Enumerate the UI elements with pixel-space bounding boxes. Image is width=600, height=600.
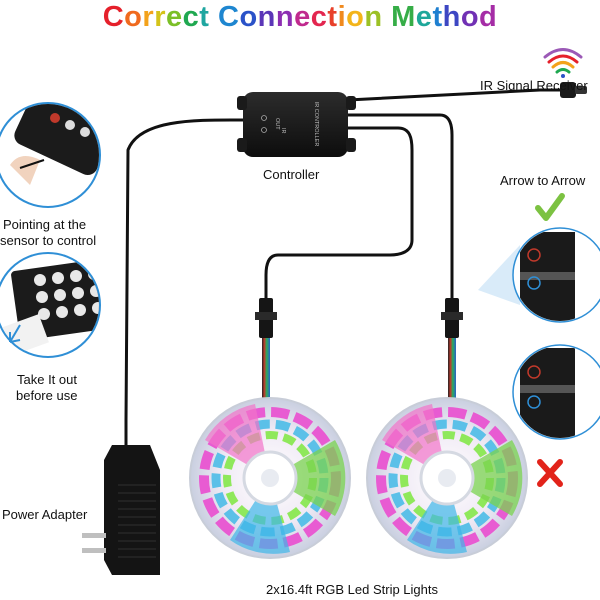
title-letter: r xyxy=(154,1,166,33)
wrong-connector-callout xyxy=(512,344,600,440)
title-letter: o xyxy=(239,1,258,33)
title-letter: M xyxy=(391,1,416,33)
remote-callout xyxy=(0,102,101,208)
power-cable xyxy=(124,118,245,447)
title-letter: t xyxy=(199,1,210,33)
check-mark-icon xyxy=(535,193,565,221)
led-reel-left xyxy=(189,397,351,559)
arrow-to-arrow-label: Arrow to Arrow xyxy=(500,173,586,188)
controller-box: IR CONTROLLER IR OUT xyxy=(237,92,356,157)
title-letter: n xyxy=(364,1,383,33)
title-letter: t xyxy=(327,1,338,33)
arrow-icon xyxy=(9,324,21,343)
title-letter: C xyxy=(218,1,240,33)
title-letter: o xyxy=(124,1,143,33)
pointing-label-1: Pointing at the xyxy=(3,217,87,232)
ir-receiver xyxy=(560,82,587,98)
title-letter: c xyxy=(310,1,328,33)
right-connector xyxy=(441,298,463,408)
strip-lights-label: 2x16.4ft RGB Led Strip Lights xyxy=(266,582,438,597)
title-letter: t xyxy=(432,1,443,33)
cables xyxy=(124,88,567,447)
title-letter: h xyxy=(442,1,461,33)
ir-receiver-cable xyxy=(346,88,567,102)
title-letter: n xyxy=(275,1,295,33)
title-letter: C xyxy=(102,1,125,33)
title-letter: i xyxy=(337,1,347,33)
title-letter: e xyxy=(165,1,183,33)
power-adapter-label: Power Adapter xyxy=(2,507,88,522)
take-out-label-2: before use xyxy=(16,388,78,403)
title-letter: n xyxy=(257,1,276,33)
title-letter: d xyxy=(479,1,498,33)
title-letter: e xyxy=(415,1,433,33)
correct-connector-callout xyxy=(478,227,600,323)
title-letter: o xyxy=(460,1,480,33)
ir-receiver-label: IR Signal Receiver xyxy=(480,78,588,93)
title-letter: c xyxy=(182,1,200,33)
output-cable-left xyxy=(264,126,414,302)
title-letter: o xyxy=(346,1,365,33)
output-cable-right xyxy=(346,113,454,302)
remote-battery-callout xyxy=(0,252,101,358)
take-out-label-1: Take It out xyxy=(17,372,77,387)
controller-text-1: IR CONTROLLER xyxy=(313,102,319,147)
title-letter: e xyxy=(294,1,311,33)
title-letter: r xyxy=(142,1,155,33)
page-title: Correct Connection Method xyxy=(0,0,600,34)
wifi-signal-icon xyxy=(543,48,583,78)
led-reel-right xyxy=(366,397,528,559)
left-connector xyxy=(255,298,277,408)
controller-label: Controller xyxy=(263,167,320,182)
controller-text-3: OUT xyxy=(274,118,280,130)
pointing-label-2: sensor to control xyxy=(0,233,97,248)
cross-mark-icon xyxy=(537,459,563,487)
power-adapter xyxy=(82,445,160,575)
controller-text-2: IR xyxy=(280,128,286,134)
